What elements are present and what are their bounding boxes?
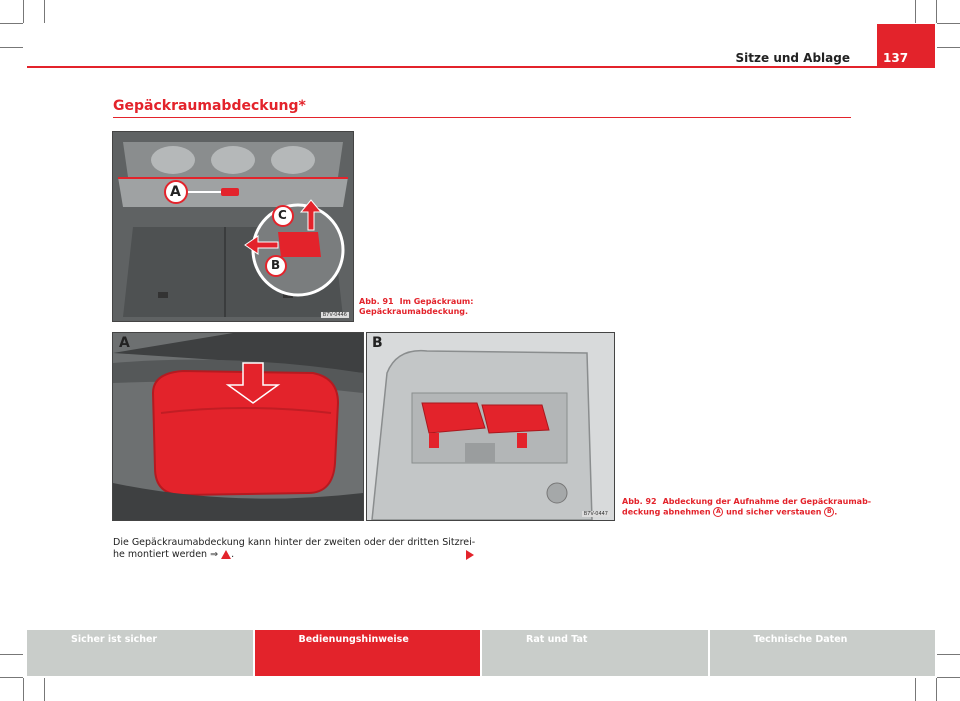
label-c: C <box>278 208 287 222</box>
crop-mark <box>0 677 23 678</box>
crop-mark <box>937 654 960 655</box>
figure-91-caption: Abb. 91 Im Gepäckraum: Gepäckraumabdeckun… <box>359 297 473 317</box>
crop-mark <box>936 678 937 701</box>
footer-tab-technische-daten[interactable]: Technische Daten <box>709 630 935 676</box>
body-paragraph: Die Gepäckraumabdeckung kann hinter der … <box>113 537 475 561</box>
caption-number: Abb. 91 <box>359 297 394 306</box>
caption-text: Im Gepäckraum: <box>399 297 474 306</box>
panel-b-label: B <box>372 335 383 351</box>
figure-92-panel-b: B B7V-0447 <box>366 332 615 521</box>
ref-a-badge: A <box>713 507 724 517</box>
crop-mark <box>0 654 23 655</box>
caption-text: Abdeckung der Aufnahme der Gepäckraumab- <box>662 497 872 506</box>
caption-text: . <box>834 507 838 517</box>
image-code: B7V-0447 <box>581 511 610 517</box>
caption-text: und sicher verstauen <box>726 507 822 517</box>
figure-92-caption: Abb. 92 Abdeckung der Aufnahme der Gepäck… <box>622 497 871 518</box>
footer-tab-rat-und-tat[interactable]: Rat und Tat <box>482 630 710 676</box>
cover-clip-illustration <box>113 333 363 520</box>
crop-mark <box>44 0 45 23</box>
body-line: . <box>231 549 235 560</box>
figure-91-image: A C B B7V-0446 <box>112 131 354 322</box>
crop-mark <box>937 23 960 24</box>
image-code: B7V-0446 <box>320 312 349 318</box>
caption-text: deckung abnehmen <box>622 507 711 517</box>
crop-mark <box>23 0 24 23</box>
crop-mark <box>0 47 23 48</box>
page-number: 137 <box>877 24 935 68</box>
section-title: Gepäckraumabdeckung* <box>113 98 306 114</box>
crop-mark <box>937 47 960 48</box>
caption-number: Abb. 92 <box>622 497 657 506</box>
header-rule <box>27 66 935 68</box>
chapter-title: Sitze und Ablage <box>735 51 850 65</box>
warning-icon[interactable] <box>221 550 232 559</box>
crop-mark <box>915 0 916 23</box>
footer-tab-sicher-ist-sicher[interactable]: Sicher ist sicher <box>27 630 255 676</box>
caption-text: Gepäckraumabdeckung. <box>359 307 469 316</box>
continue-arrow-icon <box>466 550 474 560</box>
crop-mark <box>937 677 960 678</box>
crop-mark <box>23 678 24 701</box>
label-b: B <box>271 258 281 272</box>
stowed-cover-illustration <box>367 333 614 520</box>
body-line: Die Gepäckraumabdeckung kann hinter der … <box>113 537 476 548</box>
panel-a-label: A <box>119 335 130 351</box>
section-rule <box>113 117 851 118</box>
crop-mark <box>915 678 916 701</box>
crop-mark <box>44 678 45 701</box>
crop-mark <box>936 0 937 23</box>
footer-tab-bedienungshinweise[interactable]: Bedienungshinweise <box>254 630 482 676</box>
body-line: he montiert werden ⇒ <box>113 549 219 560</box>
crop-mark <box>0 23 23 24</box>
figure-92-panel-a: A <box>112 332 364 521</box>
label-a: A <box>170 184 181 200</box>
ref-b-badge: B <box>824 507 835 517</box>
footer-nav: Sicher ist sicher Bedienungshinweise Rat… <box>27 630 935 676</box>
trunk-illustration <box>113 132 353 321</box>
